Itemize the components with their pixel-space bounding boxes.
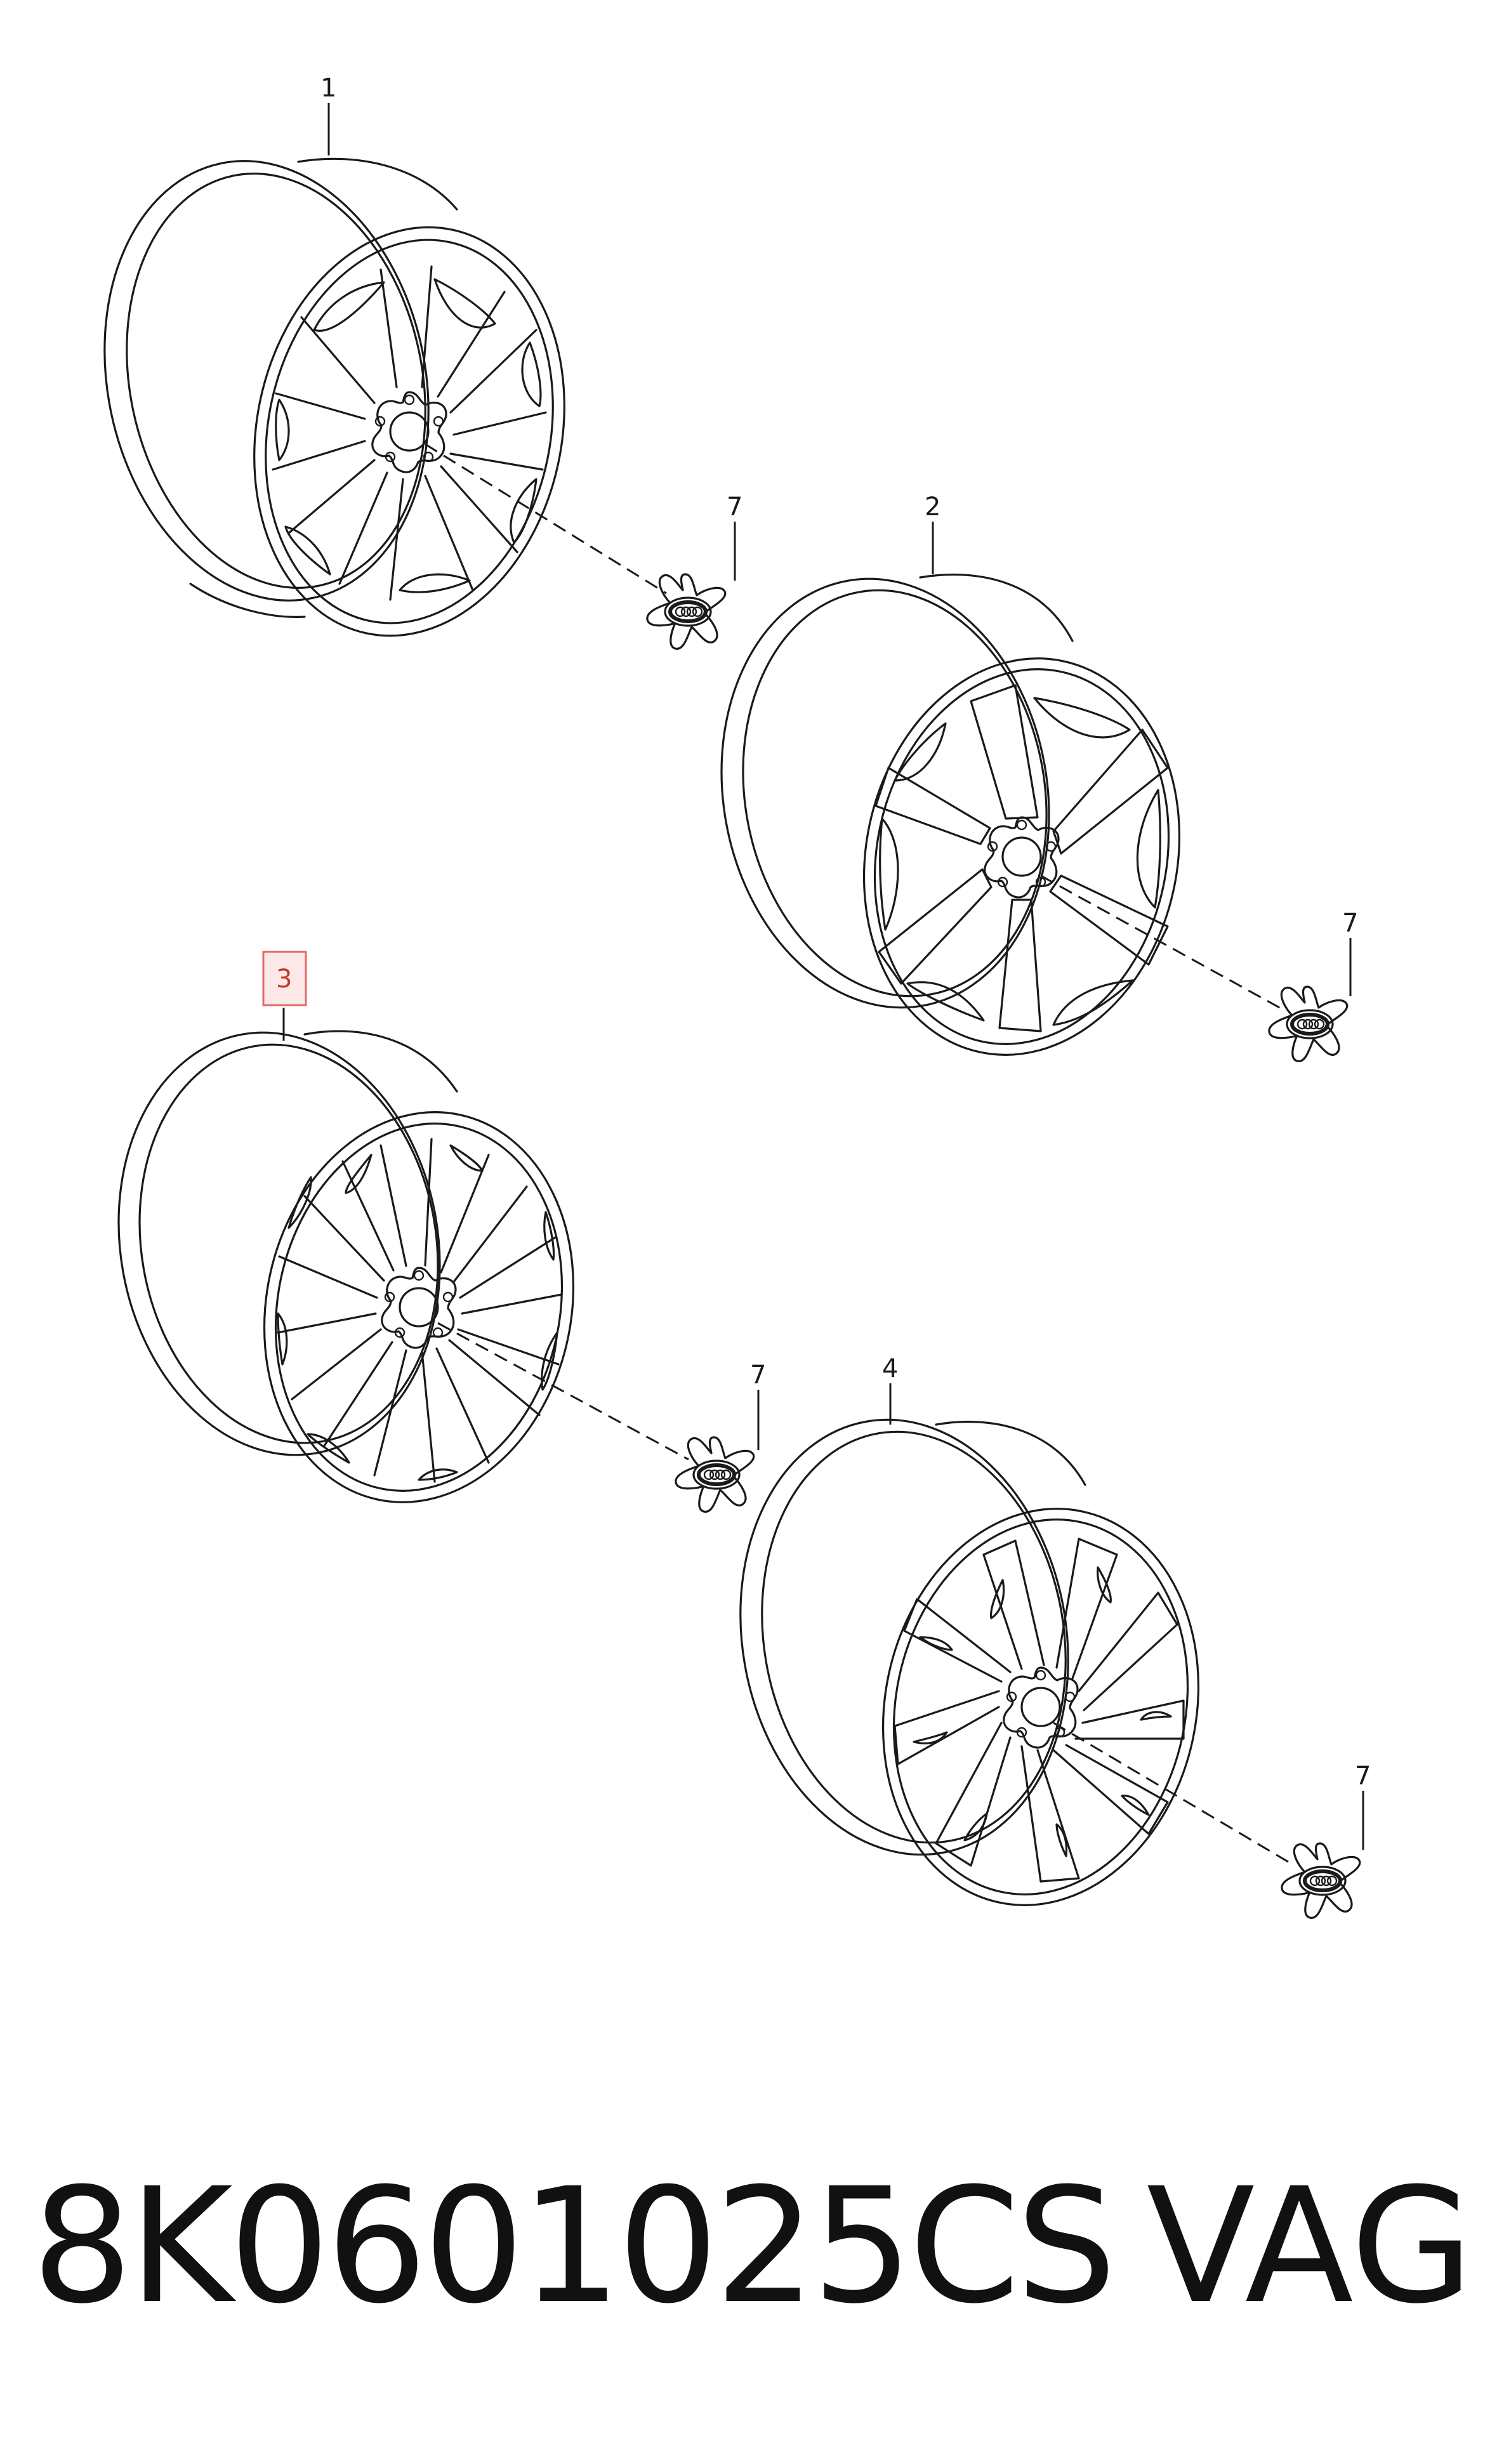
footer: 8K0601025CS VAG	[0, 2145, 1504, 2348]
centre-cap-3	[676, 1437, 754, 1512]
centre-cap-2	[1269, 987, 1347, 1061]
callout-1: 1	[320, 74, 336, 103]
wheel-3	[117, 1030, 575, 1503]
wheel-2	[720, 574, 1181, 1056]
wheel-4	[739, 1418, 1200, 1906]
assembly-axis-2	[1040, 874, 1283, 1010]
callout-7-wheel-3: 7	[750, 1360, 766, 1390]
centre-cap-4	[1282, 1843, 1360, 1918]
part-number: 8K0601025CS	[32, 2154, 1117, 2338]
highlight-box	[262, 951, 307, 1006]
assembly-axis-3	[437, 1322, 689, 1461]
callout-7-wheel-2: 7	[1342, 909, 1358, 938]
callout-3: 3	[276, 965, 292, 994]
callout-2: 2	[925, 492, 940, 522]
assembly-axis-4	[1053, 1722, 1295, 1867]
assembly-axis-1	[425, 443, 667, 595]
centre-cap-1	[647, 574, 725, 649]
callout-4: 4	[882, 1354, 898, 1383]
wheel-1	[103, 157, 565, 637]
callout-7-wheel-4: 7	[1355, 1762, 1371, 1791]
brand-label: VAG	[1146, 2154, 1474, 2338]
callout-7-wheel-1: 7	[727, 492, 742, 522]
